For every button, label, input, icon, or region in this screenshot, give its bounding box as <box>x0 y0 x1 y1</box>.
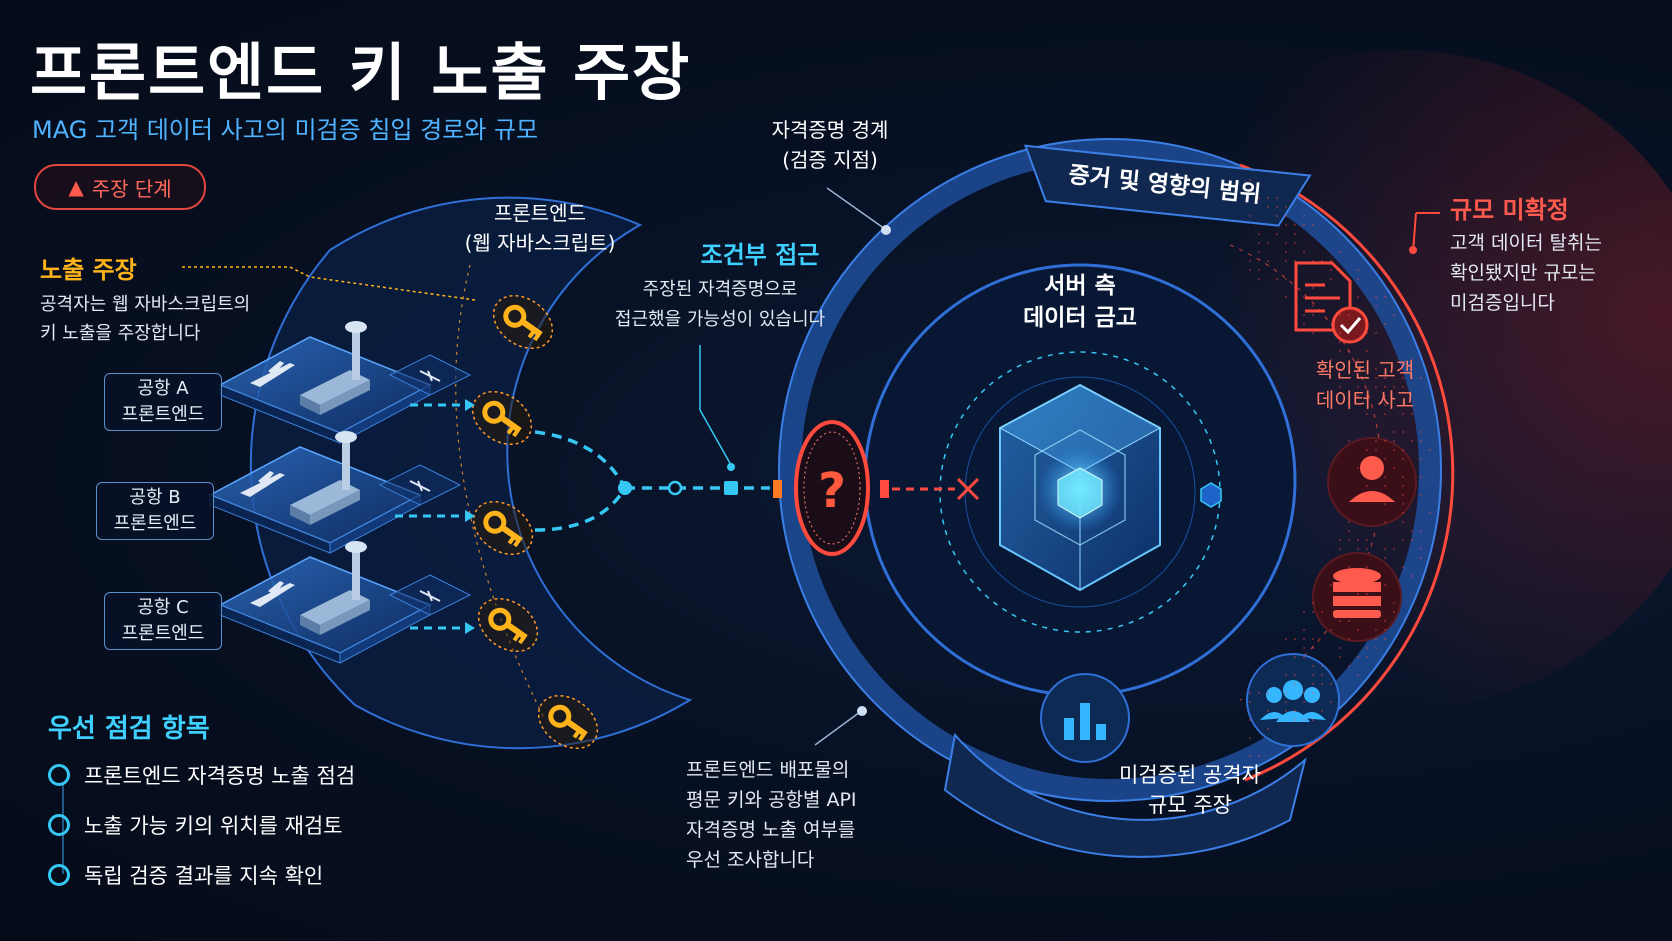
scale-desc: 고객 데이터 탈취는 확인됐지만 규모는 미검증입니다 <box>1450 228 1602 318</box>
data-vault-cube-icon <box>1000 385 1160 590</box>
exposure-heading: 노출 주장 <box>40 250 137 285</box>
bottom-note-3: 자격증명 노출 여부를 <box>686 815 857 845</box>
bottom-note-4: 우선 조사합니다 <box>686 845 857 875</box>
airport-c-sub: 프론트엔드 <box>105 621 221 647</box>
credential-boundary-label-1: 자격증명 경계 <box>745 115 915 145</box>
note-leader <box>815 712 860 745</box>
priority-item-2-label: 노출 가능 키의 위치를 재검토 <box>84 810 343 840</box>
frontend-arc-label-2: (웹 자바스크립트) <box>440 228 640 258</box>
confirmed-label: 확인된 고객 데이터 사고 <box>1290 355 1440 415</box>
airport-b-name: 공항 B <box>97 485 213 511</box>
circle-bullet-icon <box>48 864 70 886</box>
credential-boundary-label-2: (검증 지점) <box>745 145 915 175</box>
vault-label-2: 데이터 금고 <box>995 302 1165 334</box>
airport-c-label: 공항 C 프론트엔드 <box>104 592 222 650</box>
scale-desc-1: 고객 데이터 탈취는 <box>1450 228 1602 258</box>
scale-desc-2: 확인됐지만 규모는 <box>1450 258 1602 288</box>
frontend-arc-label: 프론트엔드 (웹 자바스크립트) <box>440 198 640 258</box>
scale-desc-3: 미검증입니다 <box>1450 288 1602 318</box>
path-node-1 <box>618 481 632 495</box>
airport-a-label: 공항 A 프론트엔드 <box>104 373 222 431</box>
attacker-scale-label-2: 규모 주장 <box>1095 790 1285 820</box>
priority-item-1: 프론트엔드 자격증명 노출 점검 <box>48 760 355 790</box>
page-subtitle: MAG 고객 데이터 사고의 미검증 침입 경로와 규모 <box>32 110 538 145</box>
conditional-pointer-dot <box>727 463 735 471</box>
airport-a-name: 공항 A <box>105 376 221 402</box>
airport-c-name: 공항 C <box>105 595 221 621</box>
scale-heading: 규모 미확정 <box>1450 190 1569 225</box>
path-node-2 <box>669 482 681 494</box>
circle-bullet-icon <box>48 814 70 836</box>
right-leader-dot <box>1409 246 1417 254</box>
conditional-heading: 조건부 접근 <box>660 235 860 270</box>
priority-item-3-label: 독립 검증 결과를 지속 확인 <box>84 860 323 890</box>
group-users-icon <box>1247 654 1339 746</box>
bar-chart-icon <box>1041 674 1129 762</box>
vault-side-node <box>1201 483 1221 507</box>
bottom-note-1: 프론트엔드 배포물의 <box>686 755 857 785</box>
conditional-pointer-2 <box>700 410 731 465</box>
note-leader-dot <box>857 706 867 716</box>
vault-label-1: 서버 측 <box>995 270 1165 302</box>
stage-badge: ▲ 주장 단계 <box>34 164 206 210</box>
page-title: 프론트엔드 키 노출 주장 <box>30 22 691 112</box>
confirmed-label-2: 데이터 사고 <box>1290 385 1440 415</box>
boundary-leader-dot <box>881 225 891 235</box>
priority-item-3: 독립 검증 결과를 지속 확인 <box>48 860 323 890</box>
circle-bullet-icon <box>48 764 70 786</box>
conditional-desc: 주장된 자격증명으로 접근했을 가능성이 있습니다 <box>600 275 840 335</box>
attacker-scale-label: 미검증된 공격자 규모 주장 <box>1095 760 1285 820</box>
conditional-desc-2: 접근했을 가능성이 있습니다 <box>600 305 840 335</box>
confirmed-label-1: 확인된 고객 <box>1290 355 1440 385</box>
priority-heading: 우선 점검 항목 <box>48 708 210 745</box>
bottom-note: 프론트엔드 배포물의 평문 키와 공항별 API 자격증명 노출 여부를 우선 … <box>686 755 857 875</box>
boundary-leader <box>827 188 885 229</box>
credential-boundary-label: 자격증명 경계 (검증 지점) <box>745 115 915 175</box>
exposure-desc-2: 키 노출을 주장합니다 <box>40 319 200 349</box>
warning-triangle-icon: ▲ <box>68 175 83 199</box>
attacker-scale-label-1: 미검증된 공격자 <box>1095 760 1285 790</box>
path-node-3 <box>724 481 738 495</box>
airport-b-label: 공항 B 프론트엔드 <box>96 482 214 540</box>
priority-item-2: 노출 가능 키의 위치를 재검토 <box>48 810 343 840</box>
unknown-question-mark: ? <box>818 463 846 519</box>
exposure-desc-1: 공격자는 웹 자바스크립트의 <box>40 290 250 320</box>
conditional-desc-1: 주장된 자격증명으로 <box>600 275 840 305</box>
airport-b-sub: 프론트엔드 <box>97 511 213 537</box>
vault-label: 서버 측 데이터 금고 <box>995 270 1165 334</box>
bottom-note-2: 평문 키와 공항별 API <box>686 785 857 815</box>
stage-badge-label: 주장 단계 <box>92 173 172 202</box>
frontend-arc-label-1: 프론트엔드 <box>440 198 640 228</box>
airport-a-sub: 프론트엔드 <box>105 402 221 428</box>
priority-item-1-label: 프론트엔드 자격증명 노출 점검 <box>84 760 355 790</box>
airport-platforms <box>210 321 470 663</box>
database-icon <box>1313 553 1401 641</box>
